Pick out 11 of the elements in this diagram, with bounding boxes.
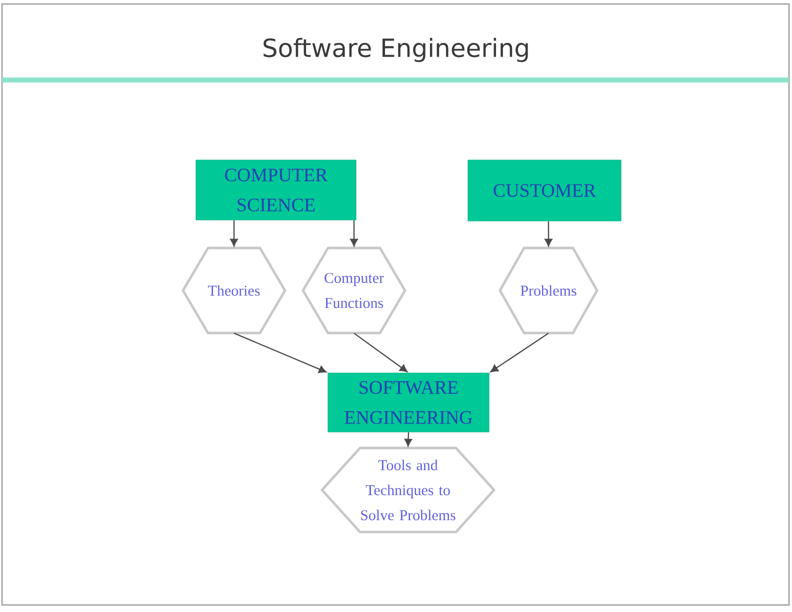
slide-title: Software Engineering: [264, 38, 528, 62]
arrow: [490, 332, 549, 372]
process-box: COMPUTER SCIENCE: [196, 160, 356, 220]
arrow: [404, 432, 412, 446]
arrow: [230, 220, 238, 246]
arrow: [544, 221, 552, 246]
process-box: CUSTOMER: [468, 160, 622, 222]
arrow: [350, 220, 358, 246]
process-box: SOFTWARE ENGINEERING: [328, 372, 490, 432]
arrow: [234, 332, 327, 374]
arrow: [354, 332, 408, 372]
